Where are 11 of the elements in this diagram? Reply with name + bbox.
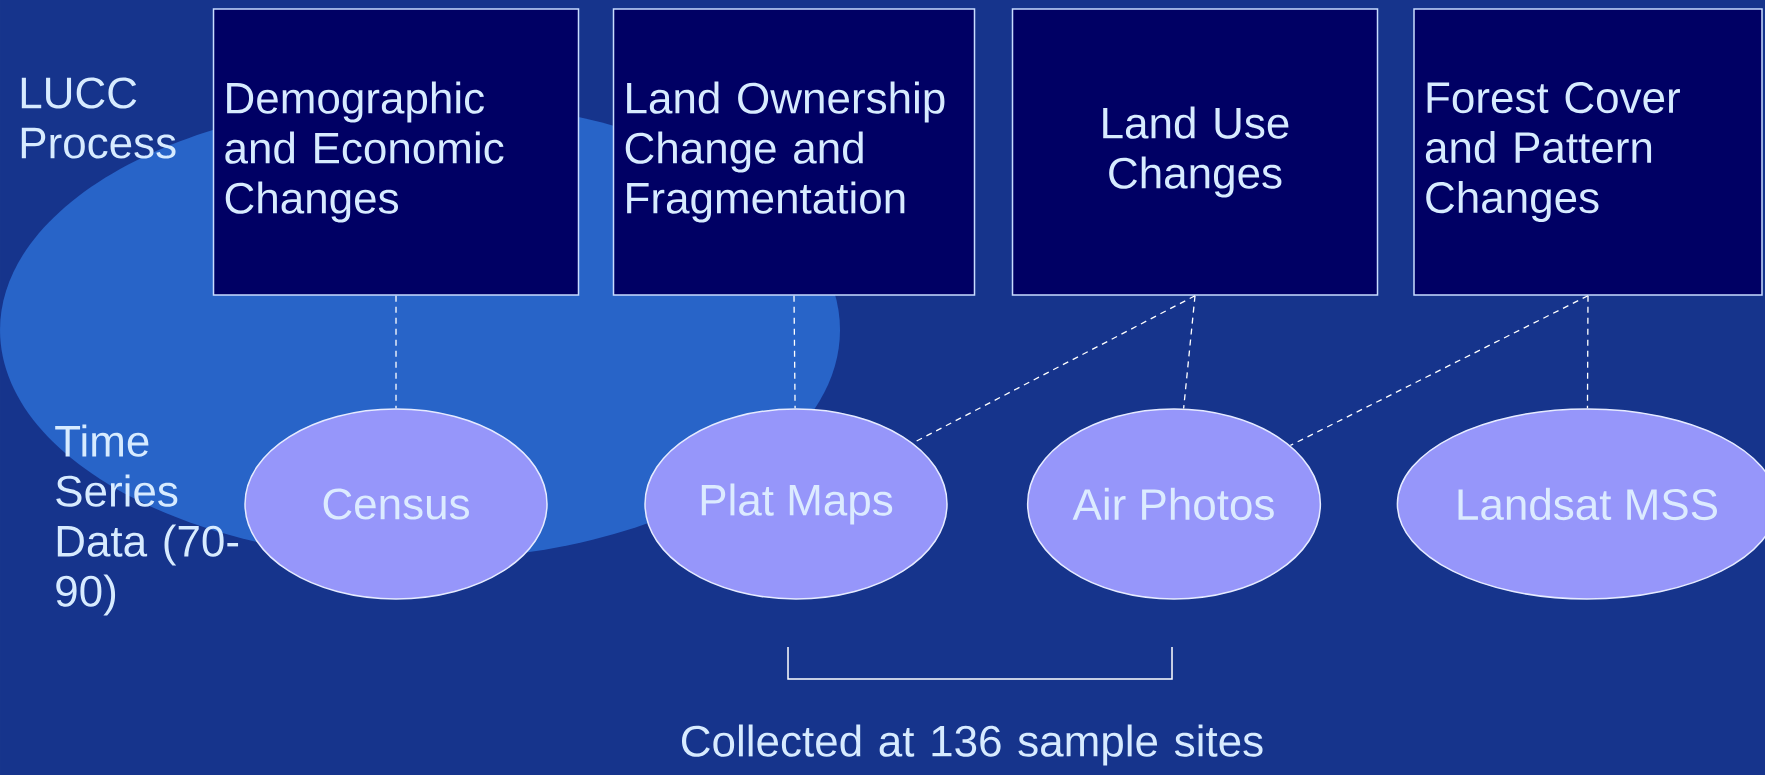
connector-line (1183, 295, 1196, 410)
process-box: Forest Cover and Pattern Changes (1413, 8, 1763, 296)
connector-line (395, 295, 397, 409)
process-box: Land Use Changes (1011, 8, 1379, 296)
connector-line (1586, 295, 1589, 409)
process-box: Land Ownership Change and Fragmentation (612, 8, 976, 296)
connector-line (793, 295, 796, 409)
connector-line (1289, 295, 1589, 447)
row-label: Time Series Data (70-90) (55, 424, 239, 616)
row-label: Collected at 136 sample sites (682, 724, 1263, 766)
process-box: Demographic and Economic Changes (212, 8, 580, 296)
